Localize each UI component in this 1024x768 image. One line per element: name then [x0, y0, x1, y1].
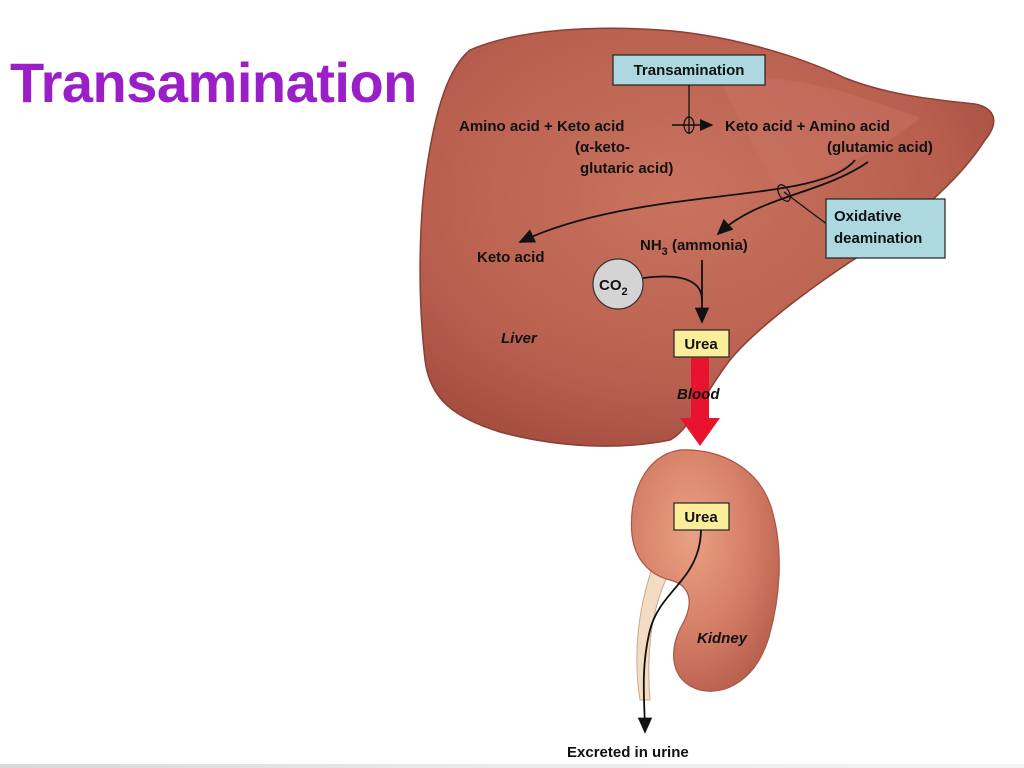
- blood-arrow-head: [680, 418, 720, 446]
- co2-subscript: 2: [622, 286, 628, 298]
- oxidative-line1: Oxidative: [834, 208, 902, 225]
- co2-to-urea-arrow: [642, 275, 703, 301]
- urea-kidney-label: Urea: [684, 509, 718, 526]
- nh3-rest: (ammonia): [668, 237, 748, 254]
- keto-acid-product-label: Keto acid: [477, 249, 545, 266]
- kidney-shape: [630, 449, 780, 692]
- excreted-label: Excreted in urine: [567, 744, 689, 761]
- excretion-arrow: [637, 529, 702, 734]
- transamination-box-label: Transamination: [634, 62, 745, 79]
- alpha-ketoglutaric-line1: (α-keto-: [575, 139, 630, 156]
- oxidative-connector: [783, 191, 829, 226]
- urea-kidney-box: [673, 502, 730, 531]
- oxidative-deamination-box: [825, 198, 946, 259]
- blood-label: Blood: [677, 386, 720, 403]
- kidney-label: Kidney: [697, 630, 748, 647]
- blood-arrow-shaft: [691, 358, 709, 420]
- co2-label: CO2: [599, 277, 628, 298]
- ureter-shape: [636, 559, 669, 701]
- urea-liver-box: [673, 329, 730, 358]
- alpha-ketoglutaric-line2: glutaric acid): [580, 160, 673, 177]
- ammonia-label: NH3 (ammonia): [640, 237, 748, 258]
- co2-main: CO: [599, 277, 622, 294]
- co2-circle: [592, 258, 644, 310]
- bottom-divider: [0, 764, 1024, 768]
- nh3-main: NH: [640, 237, 662, 254]
- oxidative-loop: [777, 184, 791, 202]
- urea-liver-label: Urea: [684, 336, 718, 353]
- liver-lobe-highlight: [720, 77, 920, 192]
- slide-title: Transamination: [10, 51, 417, 114]
- reaction-arrow-loop: [683, 116, 695, 134]
- arrow-to-keto-acid: [518, 159, 856, 243]
- transamination-box: [612, 54, 766, 86]
- liver-label: Liver: [501, 330, 538, 347]
- reaction-right-label: Keto acid + Amino acid: [725, 118, 890, 135]
- oxidative-line2: deamination: [834, 230, 922, 247]
- nh3-subscript: 3: [662, 246, 668, 258]
- glutamic-acid-label: (glutamic acid): [827, 139, 933, 156]
- reaction-left-label: Amino acid + Keto acid: [459, 118, 624, 135]
